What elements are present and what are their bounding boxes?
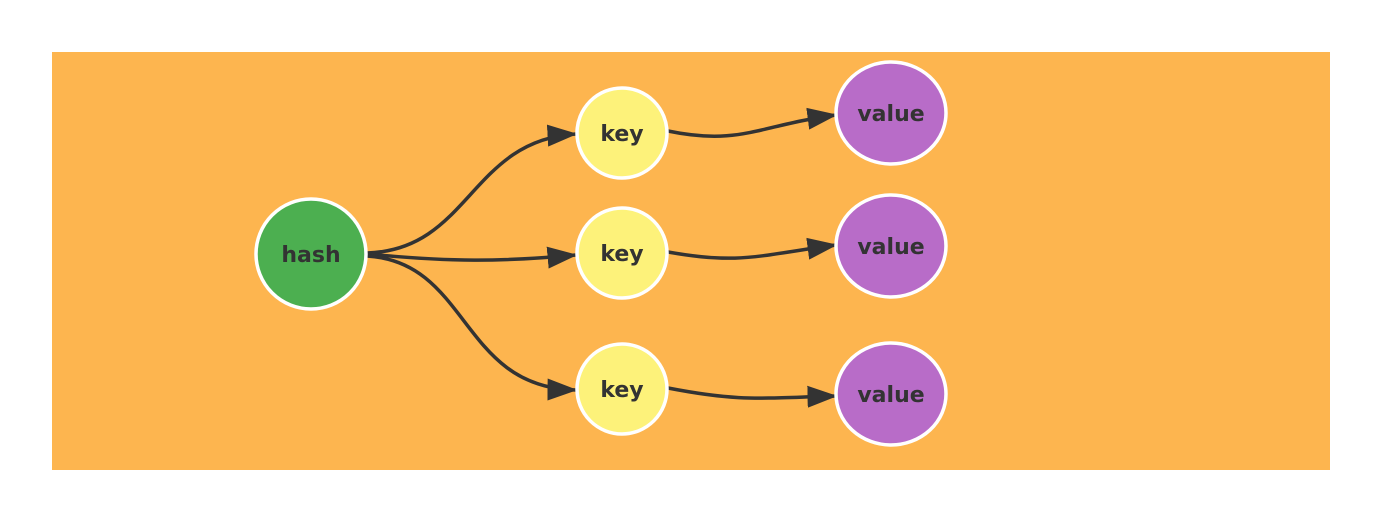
- value-node-1: value: [834, 60, 948, 166]
- key-node-shape: [575, 342, 669, 436]
- edge-key-1-value-1: [667, 107, 838, 138]
- value-node-label: value: [857, 235, 924, 260]
- edge-hash-key-1: [366, 124, 578, 255]
- key-node-3: key: [575, 342, 669, 436]
- hash-node-label: hash: [281, 243, 340, 268]
- value-node-2: value: [834, 193, 948, 299]
- hash-node: hash: [254, 197, 368, 311]
- hash-node-shape: [254, 197, 368, 311]
- key-node-2: key: [575, 206, 669, 300]
- edge-hash-key-3: [366, 254, 578, 401]
- key-node-shape: [575, 86, 669, 180]
- key-node-label: key: [600, 378, 643, 403]
- key-node-1: key: [575, 86, 669, 180]
- key-node-label: key: [600, 242, 643, 267]
- value-node-shape: [834, 341, 948, 447]
- value-node-shape: [834, 193, 948, 299]
- value-node-label: value: [857, 102, 924, 127]
- edge-key-2-value-2: [667, 237, 838, 260]
- edge-hash-key-2: [366, 246, 578, 269]
- edge-key-3-value-3: [667, 385, 838, 408]
- key-node-label: key: [600, 122, 643, 147]
- key-node-shape: [575, 206, 669, 300]
- value-node-label: value: [857, 383, 924, 408]
- value-node-shape: [834, 60, 948, 166]
- value-node-3: value: [834, 341, 948, 447]
